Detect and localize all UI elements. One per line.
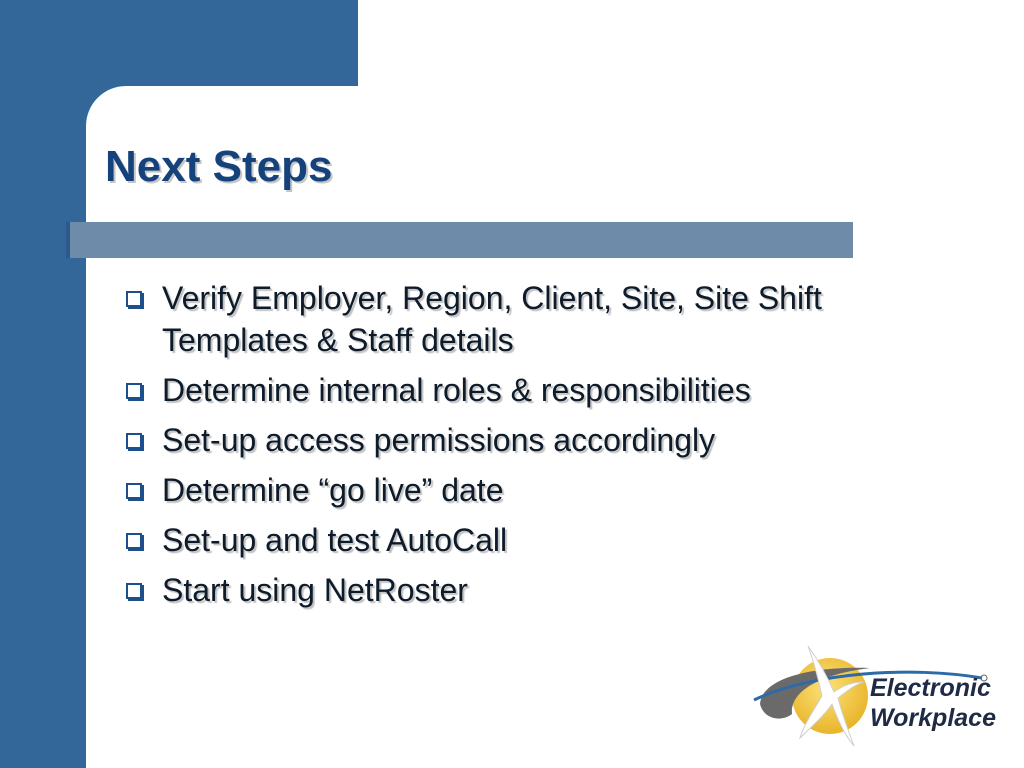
left-blue-band (0, 0, 86, 768)
checkbox-bullet-icon (126, 291, 142, 307)
checkbox-bullet-icon (126, 583, 142, 599)
bullet-item: Set-up and test AutoCall (124, 519, 914, 561)
logo-text-line1: Electronic (870, 674, 991, 702)
title-bar-divider (66, 222, 70, 258)
page-title: Next Steps (105, 142, 333, 191)
logo-text-line2: Workplace (870, 704, 996, 732)
title-underline-bar (70, 222, 853, 258)
bullet-text: Set-up and test AutoCall (162, 522, 508, 558)
bullet-item: Verify Employer, Region, Client, Site, S… (124, 277, 914, 361)
bullet-list: Verify Employer, Region, Client, Site, S… (124, 277, 914, 619)
bullet-text: Start using NetRoster (162, 572, 468, 608)
checkbox-bullet-icon (126, 533, 142, 549)
checkbox-bullet-icon (126, 383, 142, 399)
top-blue-band (0, 0, 358, 86)
bullet-text: Set-up access permissions accordingly (162, 422, 716, 458)
bullet-item: Determine “go live” date (124, 469, 914, 511)
bullet-text: Determine internal roles & responsibilit… (162, 372, 751, 408)
bullet-item: Set-up access permissions accordingly (124, 419, 914, 461)
bullet-text: Determine “go live” date (162, 472, 504, 508)
bullet-text: Verify Employer, Region, Client, Site, S… (162, 280, 822, 358)
checkbox-bullet-icon (126, 483, 142, 499)
bullet-item: Determine internal roles & responsibilit… (124, 369, 914, 411)
bullet-item: Start using NetRoster (124, 569, 914, 611)
electronic-workplace-logo: Electronic Workplace (752, 638, 1012, 756)
checkbox-bullet-icon (126, 433, 142, 449)
content-panel (86, 86, 1024, 768)
logo-swoosh-icon (753, 645, 988, 747)
